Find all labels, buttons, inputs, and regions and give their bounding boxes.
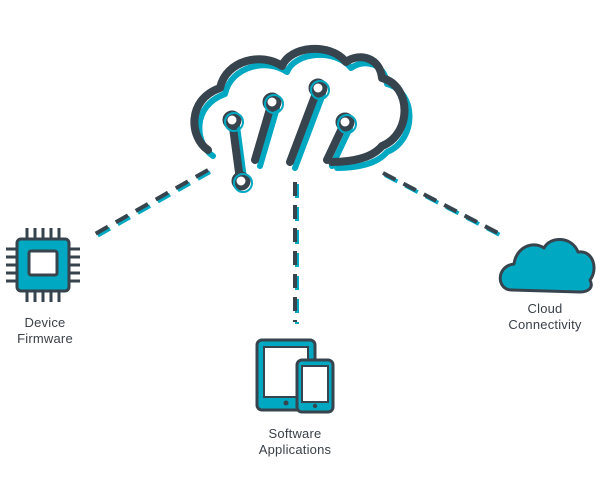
cloud-icon	[498, 238, 596, 294]
microchip-icon	[6, 228, 80, 302]
connector-firmware	[96, 170, 211, 238]
label-software-applications: Software Applications	[235, 426, 355, 458]
label-line: Device	[24, 315, 66, 330]
label-line: Firmware	[17, 331, 73, 346]
tablet-phone-icon	[255, 338, 335, 414]
connector-cloud-dark	[382, 171, 499, 235]
label-line: Applications	[258, 442, 332, 457]
label-device-firmware: Device Firmware	[0, 315, 90, 347]
connectors	[94, 168, 501, 324]
label-line: Cloud	[527, 301, 563, 316]
connector-firmware-dark	[94, 168, 209, 236]
connector-cloud	[384, 173, 501, 237]
label-line: Software	[268, 426, 322, 441]
label-line: Connectivity	[508, 317, 582, 332]
circuit-cloud-icon	[190, 45, 413, 193]
label-cloud-connectivity: Cloud Connectivity	[490, 301, 600, 333]
